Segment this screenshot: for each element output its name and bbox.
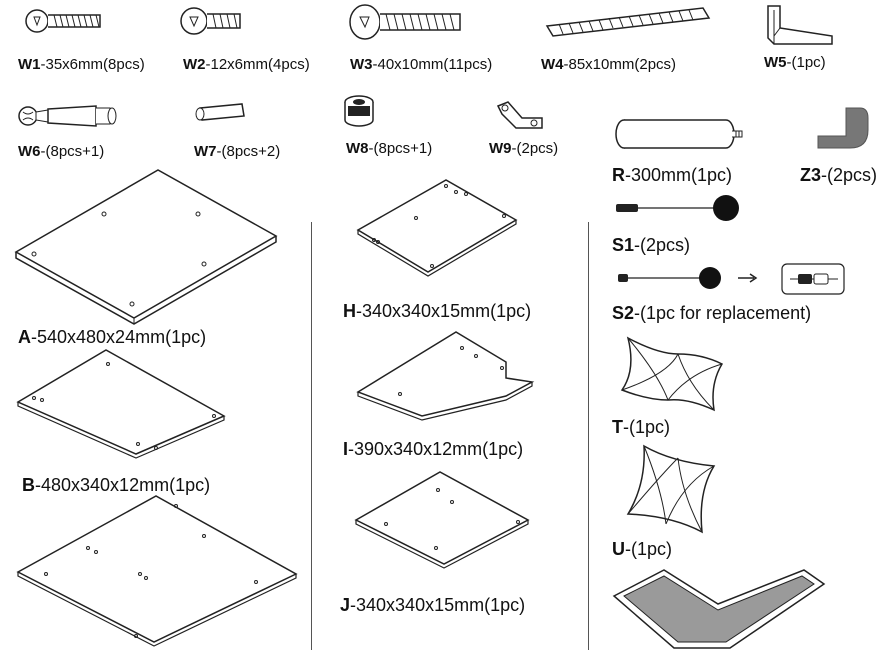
mat-drawing bbox=[612, 569, 826, 649]
label-w9: W9-(2pcs) bbox=[489, 140, 559, 157]
rod-r-drawing bbox=[615, 119, 743, 149]
dowel-w7-icon bbox=[195, 103, 245, 121]
sensor-s2-drawing bbox=[618, 263, 845, 295]
label-w7: W7-(8pcs+2) bbox=[194, 143, 281, 160]
label-panel-h: H-340x340x15mm(1pc) bbox=[343, 301, 532, 321]
label-panel-j: J-340x340x15mm(1pc) bbox=[340, 595, 526, 615]
label-w8: W8-(8pcs+1) bbox=[346, 140, 433, 157]
bracket-w9-icon bbox=[496, 101, 543, 129]
panel-a-drawing bbox=[14, 169, 278, 325]
label-w1: W1-35x6mm(8pcs) bbox=[18, 56, 145, 73]
label-z3: Z3-(2pcs) bbox=[800, 165, 878, 185]
allen-key-w5-icon bbox=[767, 5, 833, 45]
label-panel-b: B-480x340x12mm(1pc) bbox=[22, 475, 211, 495]
cam-lock-w8-icon bbox=[344, 95, 374, 127]
label-r: R-300mm(1pc) bbox=[612, 165, 733, 185]
panel-j-drawing bbox=[354, 471, 530, 569]
label-s2: S2-(1pc for replacement) bbox=[612, 303, 812, 323]
panel-h-drawing bbox=[356, 179, 518, 277]
label-w5: W5-(1pc) bbox=[764, 54, 826, 71]
label-u: U-(1pc) bbox=[612, 539, 673, 559]
panel-i-drawing bbox=[356, 331, 535, 421]
label-w3: W3-40x10mm(11pcs) bbox=[350, 56, 493, 73]
label-panel-i: I-390x340x12mm(1pc) bbox=[343, 439, 524, 459]
screw-w3-icon bbox=[349, 4, 461, 40]
panel-extra-drawing bbox=[16, 495, 298, 647]
label-t: T-(1pc) bbox=[612, 417, 671, 437]
corner-z3-drawing bbox=[817, 107, 869, 149]
column-divider-right bbox=[588, 222, 589, 650]
label-w2: W2-12x6mm(4pcs) bbox=[183, 56, 310, 73]
cloth-t-drawing bbox=[620, 336, 724, 412]
column-divider-left bbox=[311, 222, 312, 650]
label-w4: W4-85x10mm(2pcs) bbox=[541, 56, 677, 73]
label-panel-a: A-540x480x24mm(1pc) bbox=[18, 327, 207, 347]
screw-w1-icon bbox=[25, 9, 101, 33]
bolt-w4-icon bbox=[545, 7, 711, 37]
label-s1: S1-(2pcs) bbox=[612, 235, 691, 255]
sensor-s1-drawing bbox=[616, 195, 739, 221]
screw-w2-icon bbox=[180, 7, 241, 35]
panel-b-drawing bbox=[16, 349, 226, 459]
cam-bolt-w6-icon bbox=[18, 105, 117, 127]
label-w6: W6-(8pcs+1) bbox=[18, 143, 105, 160]
cloth-u-drawing bbox=[626, 444, 716, 534]
